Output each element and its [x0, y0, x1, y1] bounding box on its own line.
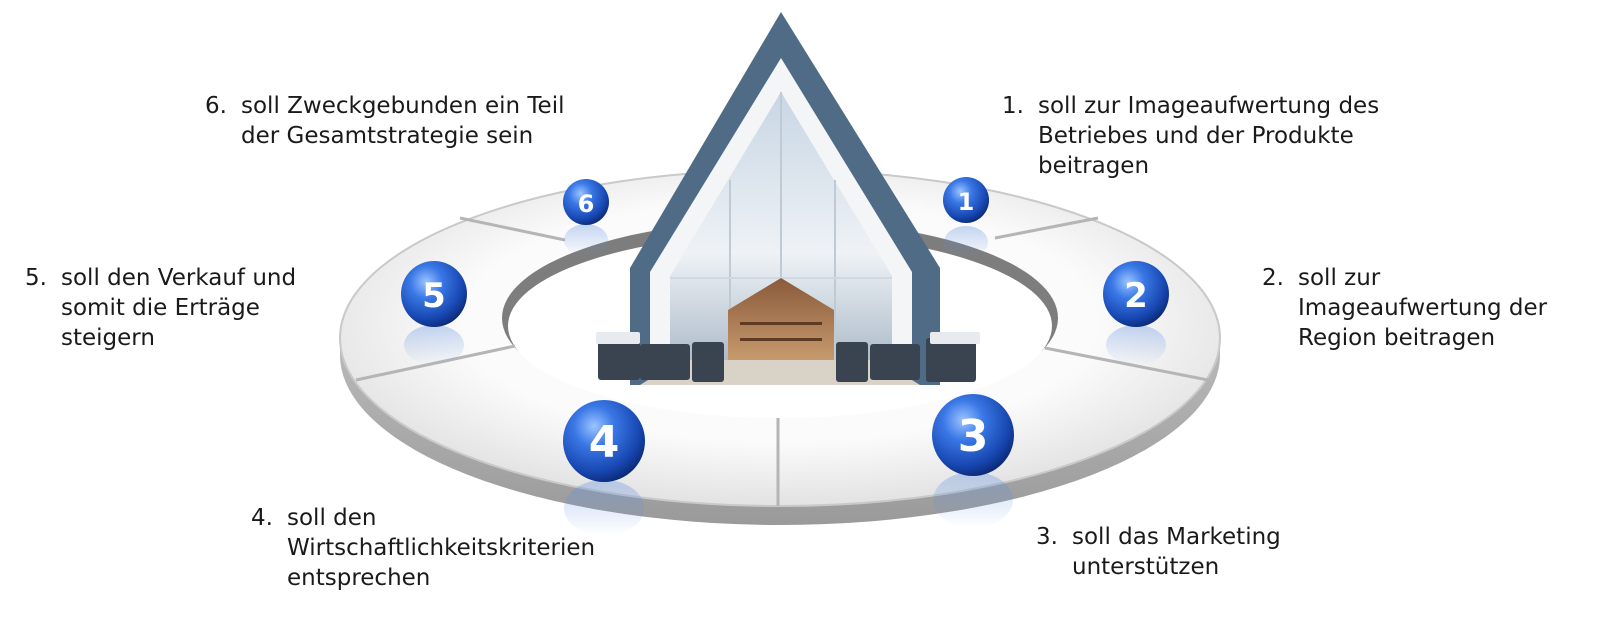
sphere-4: 4	[563, 400, 645, 482]
item-1: 1. soll zur Imageaufwertung des Betriebe…	[1002, 91, 1379, 181]
item-5-number: 5.	[25, 265, 47, 291]
item-3-text: soll das Marketing unterstützen	[1072, 524, 1281, 580]
sphere-3: 3	[932, 394, 1014, 476]
sphere-1: 1	[943, 177, 989, 223]
item-1-text: soll zur Imageaufwertung des Betriebes u…	[1038, 93, 1380, 179]
sphere-6: 6	[563, 179, 609, 225]
sphere-5: 5	[401, 261, 467, 327]
sphere-reflections	[404, 224, 1166, 536]
sphere-2: 2	[1103, 261, 1169, 327]
sphere-4-label: 4	[589, 417, 620, 468]
item-2-text: soll zur Imageaufwertung der Region beit…	[1298, 265, 1548, 351]
item-3-number: 3.	[1036, 524, 1058, 550]
sphere-5-label: 5	[422, 276, 446, 316]
item-3: 3. soll das Marketing unterstützen	[1036, 522, 1281, 582]
item-2-number: 2.	[1262, 265, 1284, 291]
item-6: 6. soll Zweckgebunden ein Teil der Gesam…	[205, 91, 564, 151]
item-5-text: soll den Verkauf und somit die Erträge s…	[61, 265, 297, 351]
item-4: 4. soll den Wirtschaftlichkeitskriterien…	[251, 503, 595, 593]
item-5: 5. soll den Verkauf und somit die Erträg…	[25, 263, 296, 353]
item-4-number: 4.	[251, 505, 273, 531]
item-6-number: 6.	[205, 93, 227, 119]
item-4-text: soll den Wirtschaftlichkeitskriterien en…	[287, 505, 596, 591]
sphere-3-label: 3	[958, 411, 989, 462]
sphere-6-label: 6	[578, 190, 595, 218]
item-6-text: soll Zweckgebunden ein Teil der Gesamtst…	[241, 93, 565, 149]
item-2: 2. soll zur Imageaufwertung der Region b…	[1262, 263, 1547, 353]
building-illustration	[596, 12, 980, 385]
sphere-2-label: 2	[1124, 276, 1148, 316]
sphere-1-label: 1	[958, 188, 975, 216]
item-1-number: 1.	[1002, 93, 1024, 119]
